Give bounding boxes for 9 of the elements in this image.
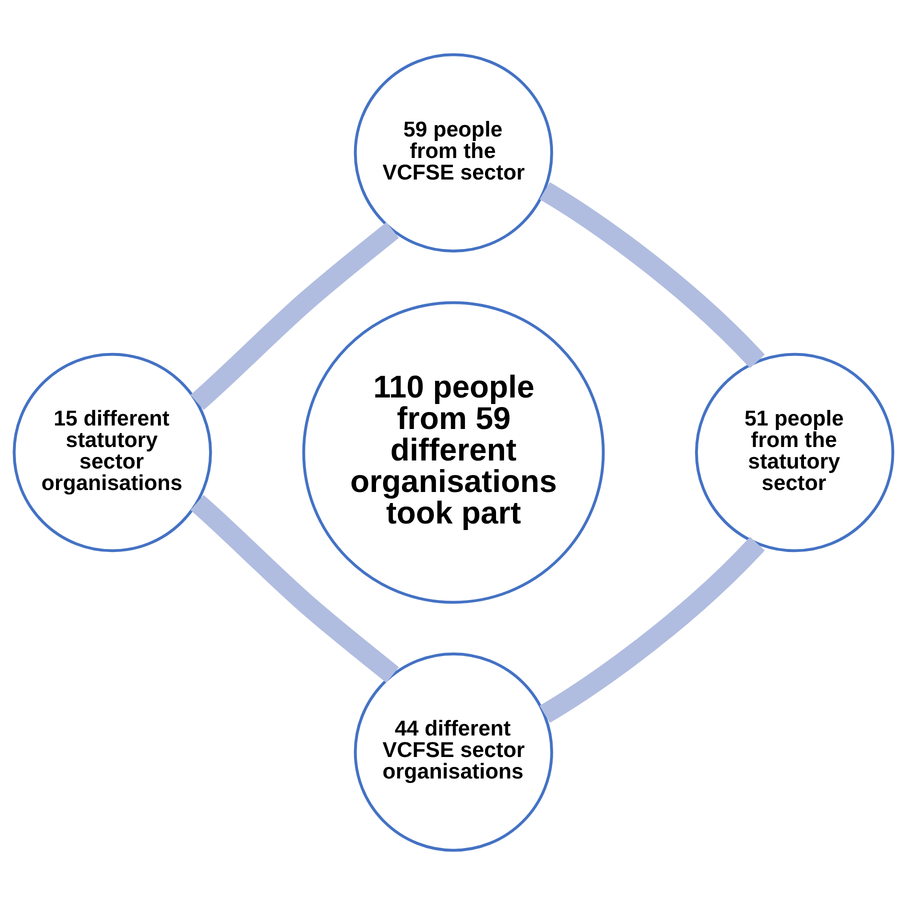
connector xyxy=(540,182,765,368)
node-circle: 15 different statutory sector organisations xyxy=(12,352,212,552)
connector xyxy=(190,222,399,410)
node-circle: 59 people from the VCFSE sector xyxy=(354,52,554,252)
connector xyxy=(540,536,765,722)
connector xyxy=(190,494,399,682)
node-circle: 44 different VCFSE sector organisations xyxy=(354,652,554,852)
node-circle: 110 people from 59 different organisations took part xyxy=(302,300,605,604)
node-circle: 51 people from the statutory sector xyxy=(695,352,894,552)
